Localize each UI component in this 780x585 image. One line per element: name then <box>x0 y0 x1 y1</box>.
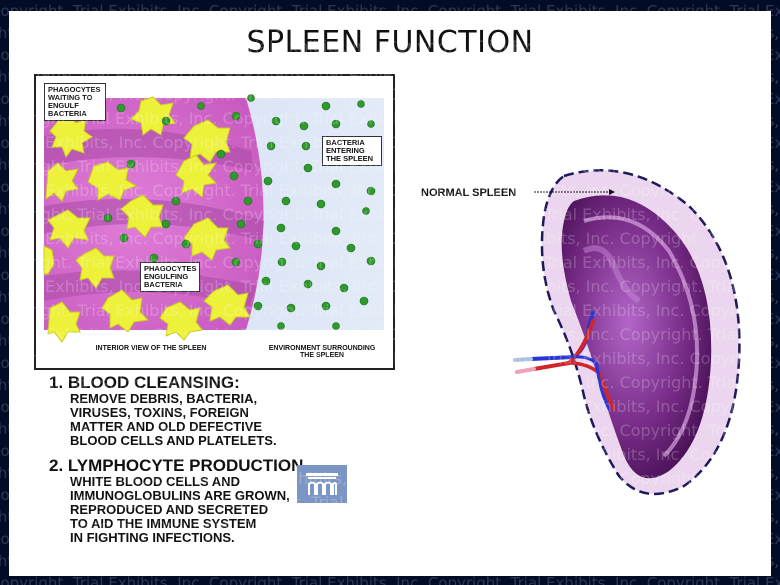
function-description: REMOVE DEBRIS, BACTERIA, VIRUSES, TOXINS… <box>70 391 277 448</box>
columned-building-icon <box>297 465 347 503</box>
interior-view-illustration: PHAGOCYTES WAITING TO ENGULF BACTERIA PH… <box>34 74 395 370</box>
page-title: SPLEEN FUNCTION <box>246 25 534 60</box>
function-heading: 2. LYMPHOCYTE PRODUCTION <box>49 456 304 475</box>
caption-interior-view: INTERIOR VIEW OF THE SPLEEN <box>95 345 207 352</box>
label-normal-spleen: NORMAL SPLEEN <box>421 187 517 199</box>
label-phagocytes-engulfing: PHAGOCYTES ENGULFING BACTERIA <box>140 262 200 292</box>
function-description: WHITE BLOOD CELLS AND IMMUNOGLOBULINS AR… <box>70 474 290 545</box>
function-item-lymphocyte-production: 2. LYMPHOCYTE PRODUCTION WHITE BLOOD CEL… <box>49 457 303 545</box>
function-item-blood-cleansing: 1. BLOOD CLEANSING: REMOVE DEBRIS, BACTE… <box>49 374 303 448</box>
label-bacteria-entering: BACTERIA ENTERING THE SPLEEN <box>322 136 382 166</box>
caption-environment: ENVIRONMENT SURROUNDING THE SPLEEN <box>268 345 376 359</box>
function-heading: 1. BLOOD CLEANSING: <box>49 373 240 392</box>
normal-spleen-illustration: NORMAL SPLEEN <box>399 151 771 521</box>
spleen-body <box>561 195 712 479</box>
bacteria <box>103 94 376 330</box>
label-phagocytes-waiting: PHAGOCYTES WAITING TO ENGULF BACTERIA <box>44 83 106 121</box>
arrow-icon <box>609 189 615 195</box>
diagram-panel: SPLEEN FUNCTION <box>9 11 771 576</box>
blood-vessels <box>513 311 616 411</box>
spleen-functions-list: 1. BLOOD CLEANSING: REMOVE DEBRIS, BACTE… <box>49 374 303 554</box>
spleen-interior-illustration <box>36 76 393 368</box>
